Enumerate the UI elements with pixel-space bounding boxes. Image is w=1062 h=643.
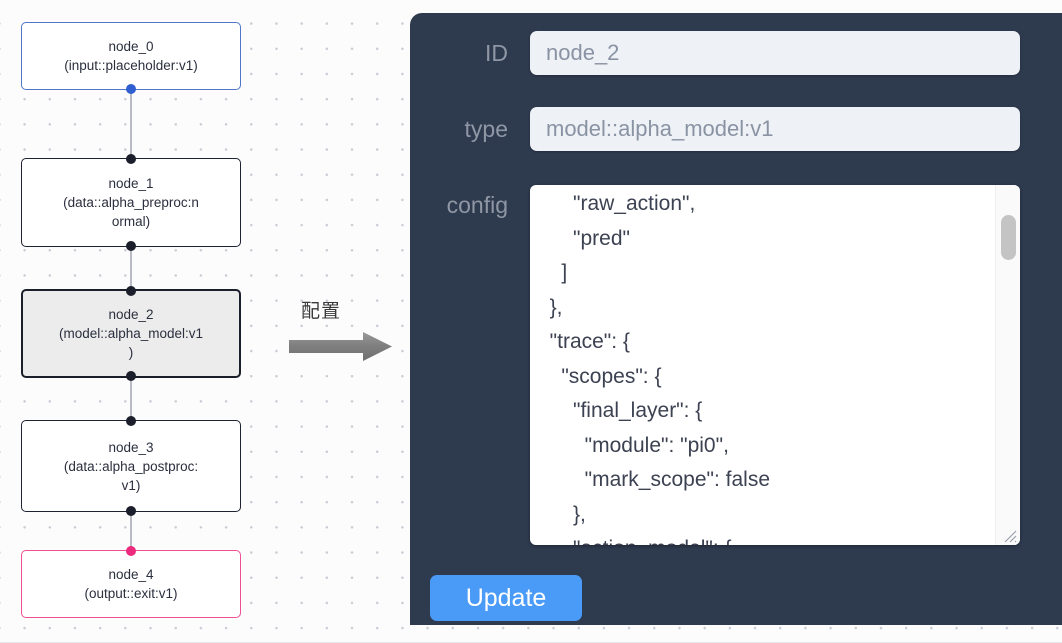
field-label-config: config (446, 192, 508, 218)
node-handle-target[interactable] (126, 154, 136, 164)
edge-node0-node1 (130, 90, 132, 158)
flow-node-label: node_0 (input::placeholder:v1) (64, 39, 198, 73)
config-scrollbar[interactable] (995, 185, 1020, 545)
flow-node-node_2[interactable]: node_2 (model::alpha_model:v1 ) (21, 286, 241, 381)
flow-node-label: node_3 (data::alpha_postproc: v1) (63, 439, 199, 493)
flow-node-node_1[interactable]: node_1 (data::alpha_preproc:n ormal) (21, 154, 241, 251)
update-button[interactable]: Update (430, 575, 582, 621)
node-handle-source[interactable] (126, 241, 136, 251)
flow-node-node_4[interactable]: node_4 (output::exit:v1) (21, 546, 241, 618)
config-scrollbar-thumb[interactable] (1001, 215, 1016, 260)
field-row-type: type model::alpha_model:v1 (410, 107, 1062, 151)
annotation-label: 配置 (301, 300, 342, 322)
annotation-configure: 配置 (289, 296, 399, 366)
node-handle-target[interactable] (126, 286, 136, 296)
field-row-config: config "raw_action", "pred" ] }, "trace"… (410, 185, 1062, 545)
node-handle-target[interactable] (126, 416, 136, 426)
edge-node2-node3 (130, 378, 132, 420)
edge-node3-node4 (130, 512, 132, 550)
flow-node-node_0[interactable]: node_0 (input::placeholder:v1) (21, 22, 241, 94)
flow-node-label: node_1 (data::alpha_preproc:n ormal) (63, 176, 199, 229)
node-handle-source[interactable] (126, 371, 136, 381)
resize-handle-icon[interactable] (1002, 528, 1018, 544)
flow-node-label: node_2 (model::alpha_model:v1 ) (58, 307, 204, 360)
type-input[interactable]: model::alpha_model:v1 (530, 107, 1020, 151)
node-config-panel: ID node_2 type model::alpha_model:v1 con… (410, 13, 1062, 625)
config-textarea[interactable]: "raw_action", "pred" ] }, "trace": { "sc… (549, 192, 770, 545)
field-label-type: type (464, 116, 508, 142)
right-arrow-icon (289, 332, 392, 361)
field-row-id: ID node_2 (410, 31, 1062, 75)
flow-node-label: node_4 (output::exit:v1) (84, 567, 178, 601)
flow-node-node_3[interactable]: node_3 (data::alpha_postproc: v1) (21, 416, 241, 516)
node-handle-source[interactable] (126, 84, 136, 94)
config-textarea-wrapper[interactable]: "raw_action", "pred" ] }, "trace": { "sc… (530, 185, 1020, 545)
field-label-id: ID (485, 40, 508, 66)
node-handle-target[interactable] (126, 546, 136, 556)
node-handle-source[interactable] (126, 506, 136, 516)
id-input[interactable]: node_2 (530, 31, 1020, 75)
edge-node1-node2 (130, 247, 132, 289)
